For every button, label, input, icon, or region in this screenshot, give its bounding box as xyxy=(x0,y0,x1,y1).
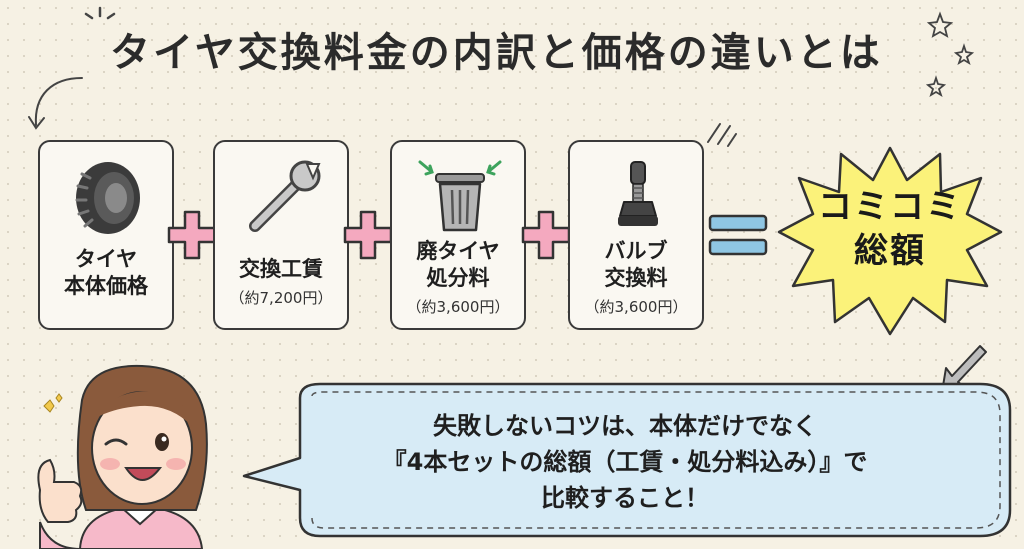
tip-text-line2: 『4本セットの総額（工賃・処分料込み）』で xyxy=(382,448,868,476)
tire-icon xyxy=(75,162,140,234)
disposal-fee-amount: （約3,600円） xyxy=(406,298,510,316)
valve-fee-box: バルブ 交換料 （約3,600円） xyxy=(568,140,704,330)
total-label-line2: 総額 xyxy=(854,231,926,271)
total-label: コミコミ 総額 xyxy=(790,185,990,273)
plus-icon-1 xyxy=(167,210,217,260)
woman-thumbs-up-illustration xyxy=(37,364,208,549)
disposal-fee-label-1: 廃タイヤ xyxy=(416,239,500,263)
stars-icon xyxy=(925,11,975,98)
disposal-fee-box: 廃タイヤ 処分料 （約3,600円） xyxy=(390,140,526,330)
plus-icon-2 xyxy=(343,210,393,260)
tire-price-label-1: タイヤ xyxy=(74,247,138,271)
equals-icon xyxy=(708,214,768,256)
valve-icon xyxy=(618,161,658,226)
disposal-fee-label-2: 処分料 xyxy=(426,266,490,290)
valve-fee-label-2: 交換料 xyxy=(604,266,668,290)
valve-fee-label-1: バルブ xyxy=(604,239,668,263)
motion-lines-icon xyxy=(707,123,737,147)
labor-fee-box: 交換工賃 （約7,200円） xyxy=(213,140,349,330)
tip-text: 失敗しないコツは、本体だけでなく 『4本セットの総額（工賃・処分料込み）』で 比… xyxy=(300,408,950,516)
tip-speech-bubble xyxy=(242,382,1012,538)
tire-price-box: タイヤ 本体価格 xyxy=(38,140,174,330)
sparkle-icon xyxy=(84,6,116,20)
valve-fee-amount: （約3,600円） xyxy=(584,298,688,316)
curved-arrow-icon xyxy=(28,77,83,130)
total-burst-shape xyxy=(777,146,1003,336)
tip-text-line1: 失敗しないコツは、本体だけでなく xyxy=(433,412,817,440)
trash-can-icon xyxy=(418,160,502,232)
total-label-line1: コミコミ xyxy=(818,187,962,227)
plus-icon-3 xyxy=(521,210,571,260)
tip-text-line3: 比較すること！ xyxy=(541,484,709,512)
tire-price-label-2: 本体価格 xyxy=(64,274,148,298)
page-title: タイヤ交換料金の内訳と価格の違いとは xyxy=(110,30,883,76)
labor-fee-label: 交換工賃 xyxy=(239,257,323,281)
wrench-icon xyxy=(249,160,321,232)
labor-fee-amount: （約7,200円） xyxy=(229,289,333,307)
